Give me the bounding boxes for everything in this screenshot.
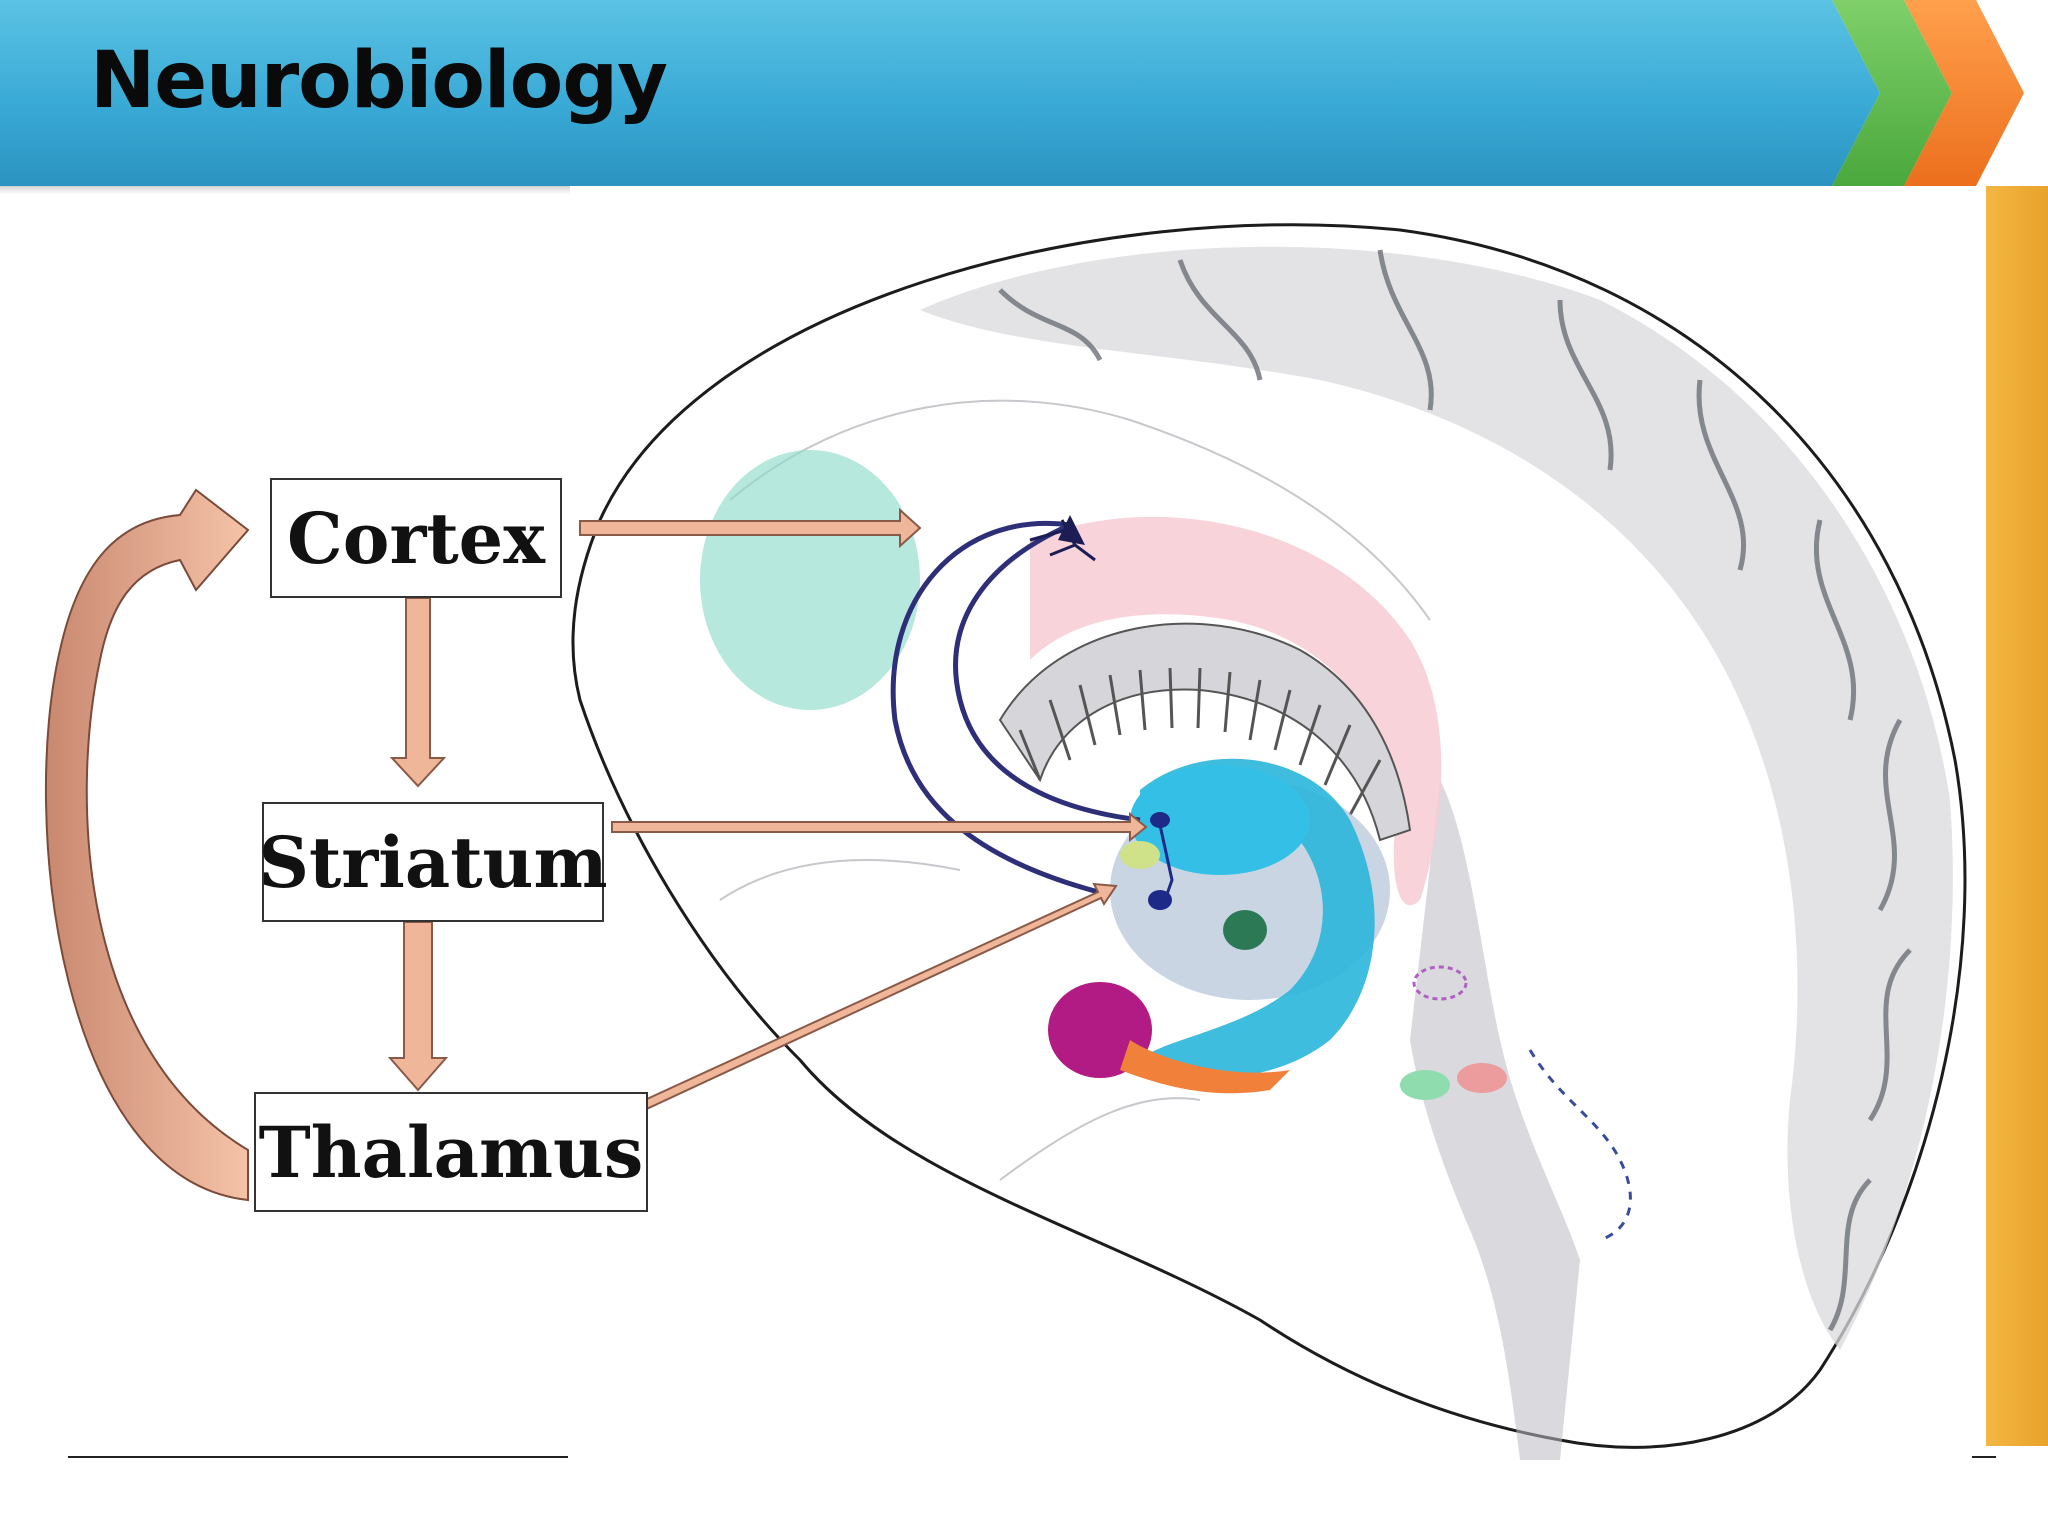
striatum-label: Striatum <box>258 820 608 904</box>
footer-divider-right <box>1972 1456 1996 1458</box>
header-shadow <box>0 186 570 194</box>
cortex-node: Cortex <box>270 478 562 598</box>
synapse-connector <box>1158 824 1174 901</box>
thalamus-label: Thalamus <box>258 1110 644 1194</box>
neural-pathway-outer <box>890 520 1111 898</box>
brainstem-dashed-outline <box>1528 1049 1632 1242</box>
arrow-cortex-to-striatum <box>389 597 447 788</box>
brain-gyri-rim <box>920 246 1953 1350</box>
loop-arrow-thalamus-to-cortex <box>44 488 250 1202</box>
brainstem <box>1410 780 1580 1460</box>
striatum-node: Striatum <box>259 802 608 922</box>
arrow-thalamus-to-brain <box>634 882 1118 1114</box>
cingulate-pink-region <box>1030 516 1442 906</box>
side-accent-bar <box>1986 186 2048 1446</box>
green-spot <box>1400 1070 1450 1100</box>
dashed-purple-spot <box>1412 965 1468 1001</box>
neural-pathway-inner <box>953 522 1141 823</box>
red-spot <box>1457 1063 1507 1093</box>
prefrontal-region <box>700 450 920 710</box>
header-bar <box>0 0 1880 186</box>
tail-orange <box>1120 1040 1290 1094</box>
thalamus-node: Thalamus <box>254 1092 648 1212</box>
brain-illustration <box>571 223 1967 1460</box>
arrow-striatum-to-thalamus <box>387 921 449 1092</box>
medial-surface-line <box>719 399 1431 1181</box>
neuron-soma <box>1058 515 1085 545</box>
cortex-label: Cortex <box>287 496 545 580</box>
caudate-head <box>1130 765 1310 875</box>
arrow-cortex-to-brain <box>579 507 922 549</box>
corpus-callosum-stripes <box>1018 667 1382 816</box>
slide-title: Neurobiology <box>90 36 668 126</box>
synapse-1 <box>1150 812 1170 828</box>
brain-gyri-lines <box>998 249 1912 1332</box>
subthalamic-green <box>1223 910 1267 950</box>
arrow-striatum-to-brain <box>611 811 1148 843</box>
yellow-nucleus <box>1120 841 1160 869</box>
footer-divider-left <box>68 1456 568 1458</box>
striatum-caudate <box>1140 758 1375 1078</box>
